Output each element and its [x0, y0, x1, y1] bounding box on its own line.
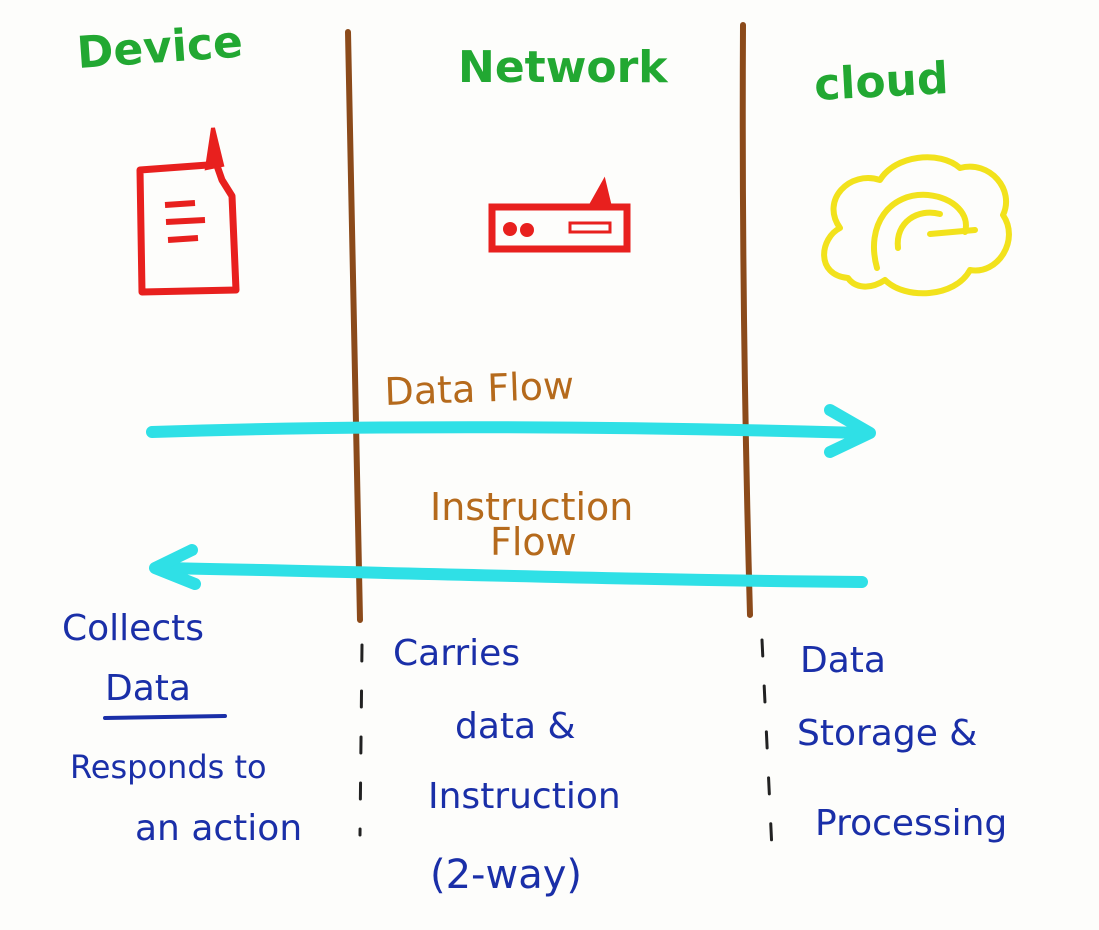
device-description: Collects Data Responds to an action	[62, 608, 302, 849]
device-desc-line-1: Collects	[62, 608, 204, 649]
instruction-flow-label-line2: Flow	[490, 520, 577, 564]
device-desc-underline	[103, 714, 227, 720]
cloud-desc-line-2: Storage &	[797, 713, 977, 754]
divider-dashes-right	[760, 638, 774, 852]
device-icon	[136, 127, 240, 296]
instruction-flow-arrow	[149, 544, 868, 590]
network-description: Carries data & Instruction (2-way)	[393, 633, 621, 898]
router-icon	[488, 176, 631, 253]
cloud-desc-line-3: Processing	[815, 803, 1007, 844]
column-title-device: Device	[75, 17, 244, 79]
divider-dashes-left	[358, 643, 364, 837]
network-desc-line-1: Carries	[393, 633, 520, 674]
cloud-icon	[821, 154, 1012, 297]
divider-device-network	[345, 29, 363, 623]
device-desc-line-2: Data	[105, 668, 191, 709]
column-title-cloud: cloud	[813, 53, 950, 111]
cloud-description: Data Storage & Processing	[797, 640, 1007, 844]
network-desc-line-3: Instruction	[428, 776, 621, 817]
instruction-flow-label-line1: Instruction	[430, 485, 633, 529]
network-desc-line-2: data &	[455, 706, 576, 747]
device-desc-line-4: an action	[135, 808, 302, 849]
data-flow-arrow	[146, 404, 876, 458]
column-title-network: Network	[458, 42, 669, 93]
divider-network-cloud	[739, 22, 753, 618]
data-flow-label: Data Flow	[384, 363, 575, 414]
device-desc-line-3: Responds to	[70, 748, 267, 786]
network-desc-line-4: (2-way)	[430, 852, 582, 898]
cloud-desc-line-1: Data	[800, 640, 886, 681]
